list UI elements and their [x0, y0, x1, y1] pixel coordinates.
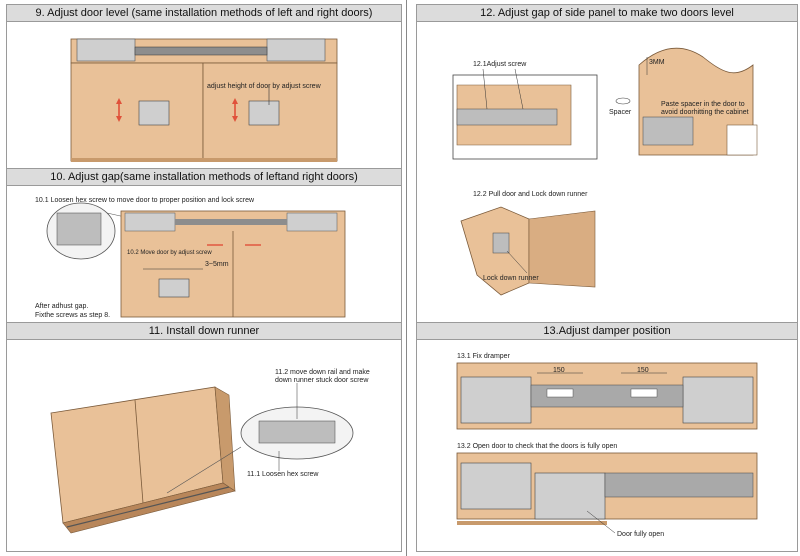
section-12-lock: Lock down runner [483, 275, 539, 282]
section-13-step1: 13.1 Fix dramper [457, 353, 510, 360]
section-13-illustration [456, 362, 758, 534]
vertical-arrow-right-icon [232, 98, 238, 122]
section-11-illustration [50, 383, 354, 534]
section-13-title: 13.Adjust damper position [417, 323, 797, 340]
section-11-step1: 11.1 Loosen hex screw [247, 471, 319, 478]
section-13-panel: 13.Adjust damper position 13.1 Fix dramp… [416, 322, 798, 552]
center-divider [406, 0, 407, 556]
section-10-note2: Fixthe screws as step 8. [35, 312, 111, 319]
section-10-step2: 10.2 Move door by adjust screw [127, 250, 212, 256]
section-10-illustration [46, 202, 346, 318]
section-13-dim2: 150 [637, 367, 649, 374]
section-9-illustration [70, 38, 338, 162]
vertical-arrow-left-icon [116, 98, 122, 122]
section-12-spacer: Spacer [609, 109, 632, 116]
section-10-step1: 10.1 Loosen hex screw to move door to pr… [35, 197, 255, 204]
section-13-step2: 13.2 Open door to check that the doors i… [457, 443, 618, 450]
section-9-callout: adjust height of door by adjust screw [207, 83, 321, 90]
section-12-paste2: avoid doorhitting the cabinet [661, 109, 749, 116]
section-12-step2: 12.2 Pull door and Lock down runner [473, 191, 588, 198]
section-10-title: 10. Adjust gap(same installation methods… [7, 169, 401, 186]
section-12-panel: 12. Adjust gap of side panel to make two… [416, 4, 798, 324]
section-12-title: 12. Adjust gap of side panel to make two… [417, 5, 797, 22]
section-11-step2a: 11.2 move down rail and make [275, 369, 370, 376]
section-12-step1: 12.1Adjust screw [473, 61, 527, 68]
section-9-panel: 9. Adjust door level (same installation … [6, 4, 402, 170]
section-11-step2b: down runner stuck door screw [275, 377, 369, 384]
spacer-icon [615, 97, 631, 105]
section-10-note1: After adhust gap. [35, 303, 89, 310]
section-13-dim1: 150 [553, 367, 565, 374]
section-11-title: 11. Install down runner [7, 323, 401, 340]
section-13-open: Door fully open [617, 531, 665, 538]
section-9-title: 9. Adjust door level (same installation … [7, 5, 401, 22]
section-12-illustration [452, 48, 758, 296]
section-11-panel: 11. Install down runner 11.2 move down r… [6, 322, 402, 552]
section-10-panel: 10. Adjust gap(same installation methods… [6, 168, 402, 324]
section-10-gap: 3~5mm [205, 261, 229, 268]
section-12-paste1: Paste spacer in the door to [661, 101, 745, 108]
section-12-dim: 3MM [649, 59, 665, 66]
